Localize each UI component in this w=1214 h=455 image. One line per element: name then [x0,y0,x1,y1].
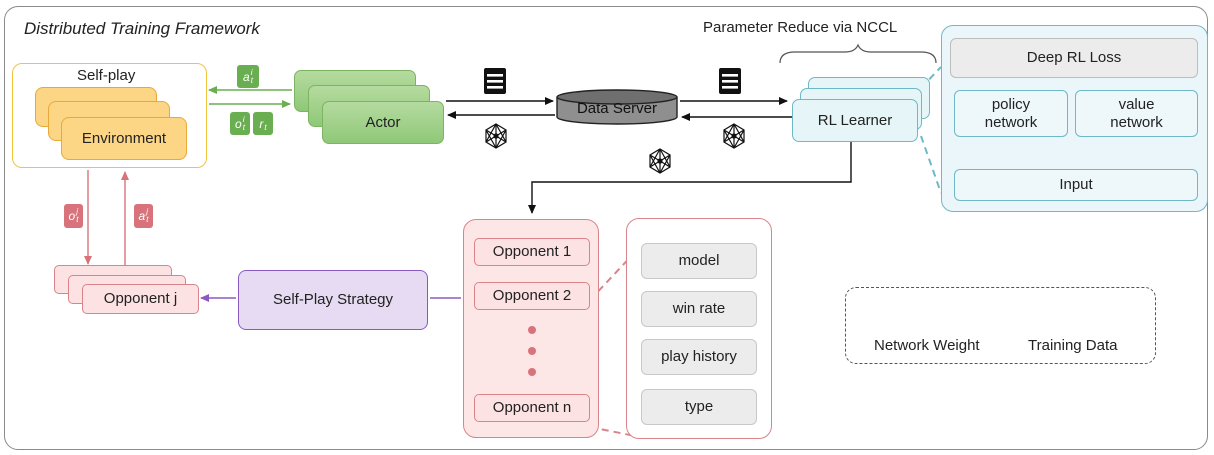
training-data-icon [719,68,741,94]
data-server-cylinder [556,89,678,125]
nccl-brace [779,43,937,64]
training-data-icon [484,68,506,94]
opponent-pool-item: Opponent n [474,394,590,422]
diagram-title: Distributed Training Framework [24,19,260,38]
framework-frame [4,6,1208,450]
ellipsis-dot [528,368,536,376]
self-play-label: Self-play [77,67,136,84]
value-network-box: value network [1075,90,1198,137]
rl-learner-node: RL Learner [792,99,918,142]
ellipsis-dot [528,347,536,355]
input-label: Input [1059,176,1093,194]
opponent-j-label: Opponent j [103,290,178,308]
policy-network-box: policy network [954,90,1068,137]
attribute-item: win rate [641,291,757,327]
learner-to-pool-arrow [528,140,852,214]
learner-callout-bottom [920,135,942,194]
self-play-strategy-node: Self-Play Strategy [238,270,428,330]
network-weight-icon [485,123,507,149]
legend-box [845,287,1156,364]
deep-rl-loss-box: Deep RL Loss [950,38,1198,78]
rl-learner-label: RL Learner [817,111,893,129]
deep-rl-loss-label: Deep RL Loss [1026,49,1122,67]
environment-label: Environment [81,129,167,147]
network-weight-icon [649,148,671,174]
opponent-pool-item: Opponent 1 [474,238,590,266]
ellipsis-dot [528,326,536,334]
actor-node: Actor [322,101,444,144]
self-play-strategy-label: Self-Play Strategy [272,291,394,309]
attribute-item: type [641,389,757,425]
nccl-reduce-label: Parameter Reduce via NCCL [703,19,898,36]
policy-network-label: policy network [984,96,1038,131]
actor-label: Actor [365,113,401,131]
data-server-label: Data Server [576,100,658,118]
legend-network-weight-label: Network Weight [874,337,980,354]
environment-node: Environment [61,117,187,160]
input-box: Input [954,169,1198,201]
opponent-j-node: Opponent j [82,284,199,314]
value-network-label: value network [1110,96,1163,131]
network-weight-icon [723,123,745,149]
legend-training-data-label: Training Data [1028,337,1118,354]
attribute-item: model [641,243,757,279]
attribute-item: play history [641,339,757,375]
opponent-pool-item: Opponent 2 [474,282,590,310]
